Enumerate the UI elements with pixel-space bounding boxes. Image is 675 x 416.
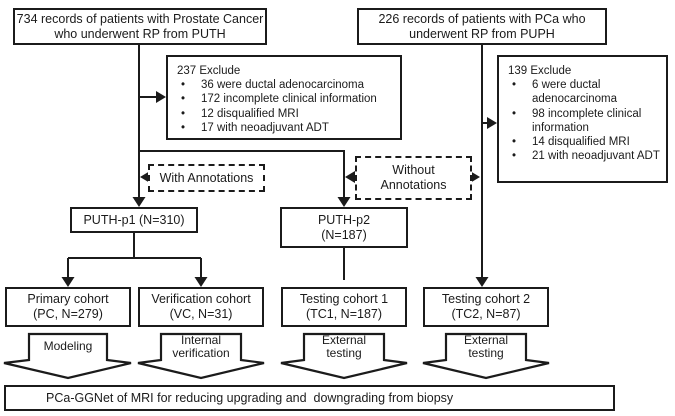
exclude-right-box: 139 Exclude 6 were ductal adenocarcinoma… <box>497 55 668 183</box>
primary-cohort-line: (PC, N=279) <box>33 307 103 321</box>
exclude-item: 36 were ductal adenocarcinoma <box>177 78 377 92</box>
verification-cohort-line: Verification cohort <box>151 292 251 306</box>
puth-p2-line: (N=187) <box>321 227 367 242</box>
testing-cohort-2-box: Testing cohort 2 (TC2, N=87) <box>423 287 549 327</box>
testing-cohort-2-line: (TC2, N=87) <box>451 307 521 321</box>
puth-p1-label: PUTH-p1 (N=310) <box>83 212 185 227</box>
external2-line: External <box>463 332 509 347</box>
external2-arrow-shape <box>422 332 550 380</box>
testing-cohort-2-line: Testing cohort 2 <box>441 292 531 306</box>
without-annotations-line: Without <box>392 163 435 177</box>
exclude-item: 98 incomplete clinical information <box>508 107 660 135</box>
exclude-left-title: 237 Exclude <box>177 65 241 77</box>
internal-arrow-shape <box>137 332 265 380</box>
with-annotations-label: With Annotations <box>159 170 254 185</box>
arrowhead-without-annot-right <box>470 171 480 183</box>
exclude-item: 172 incomplete clinical information <box>177 92 377 106</box>
testing-cohort-1-line: (TC1, N=187) <box>305 307 383 321</box>
exclude-left-list: 36 were ductal adenocarcinoma 172 incomp… <box>177 78 377 135</box>
internal-verification-arrow-label: Internal verification <box>155 333 247 361</box>
connector-lines <box>67 45 489 280</box>
modeling-line: Modeling <box>43 339 93 354</box>
verification-cohort-line: (VC, N=31) <box>169 307 233 321</box>
external1-arrow-shape <box>280 332 408 380</box>
puth-p1-box: PUTH-p1 (N=310) <box>70 207 198 233</box>
external1-line: External <box>321 332 367 347</box>
arrowhead-into-verification <box>194 277 208 287</box>
testing-cohort-1-line: Testing cohort 1 <box>299 292 389 306</box>
external1-line: testing <box>326 346 362 360</box>
internal-line: Internal <box>180 332 222 347</box>
modeling-arrow-shape <box>3 332 132 380</box>
with-annotations-box: With Annotations <box>148 164 265 192</box>
line-puth-p1-split <box>67 233 202 280</box>
exclude-item: 12 disqualified MRI <box>177 107 377 121</box>
arrowhead-with-annot <box>140 171 150 183</box>
exclude-item: 6 were ductal adenocarcinoma <box>508 78 660 106</box>
verification-cohort-box: Verification cohort (VC, N=31) <box>138 287 264 327</box>
final-result-text: PCa-GGNet of MRI for reducing upgrading … <box>46 391 454 405</box>
puth-source-text: 734 records of patients with Prostate Ca… <box>16 11 264 41</box>
arrowhead-into-exclude-right <box>487 117 497 129</box>
arrowhead-into-puth-p2 <box>337 197 351 207</box>
primary-cohort-box: Primary cohort (PC, N=279) <box>5 287 131 327</box>
external-testing-1-arrow-label: External testing <box>298 333 390 361</box>
puph-source-text: 226 records of patients with PCa who und… <box>378 11 586 41</box>
process-arrow-shapes <box>3 332 550 380</box>
exclude-item: 21 with neoadjuvant ADT <box>508 149 660 163</box>
exclude-item: 17 with neoadjuvant ADT <box>177 121 377 135</box>
primary-cohort-line: Primary cohort <box>27 292 109 306</box>
modeling-arrow-label: Modeling <box>29 335 107 359</box>
arrowhead-into-testing2 <box>475 277 489 287</box>
external2-line: testing <box>468 346 504 360</box>
exclude-right-title: 139 Exclude <box>508 65 572 77</box>
final-result-bar: PCa-GGNet of MRI for reducing upgrading … <box>4 385 615 411</box>
arrowhead-into-puth-p1 <box>132 197 146 207</box>
arrowhead-into-primary <box>61 277 75 287</box>
puth-p2-line: PUTH-p2 <box>317 212 371 227</box>
exclude-item: 14 disqualified MRI <box>508 135 660 149</box>
exclude-right-list: 6 were ductal adenocarcinoma 98 incomple… <box>508 78 660 163</box>
arrowheads <box>61 91 497 287</box>
exclude-left-box: 237 Exclude 36 were ductal adenocarcinom… <box>166 55 402 140</box>
arrowhead-into-exclude-left <box>156 91 166 103</box>
external-testing-2-arrow-label: External testing <box>440 333 532 361</box>
without-annotations-box: Without Annotations <box>355 156 472 200</box>
without-annotations-line: Annotations <box>380 178 447 192</box>
puth-p2-box: PUTH-p2 (N=187) <box>280 207 408 248</box>
testing-cohort-1-box: Testing cohort 1 (TC1, N=187) <box>281 287 407 327</box>
arrowhead-without-annot-left <box>345 171 355 183</box>
puth-source-box: 734 records of patients with Prostate Ca… <box>13 8 267 45</box>
line-to-puth-p2 <box>139 150 345 200</box>
puph-source-box: 226 records of patients with PCa who und… <box>357 8 607 45</box>
internal-line: verification <box>172 346 230 360</box>
